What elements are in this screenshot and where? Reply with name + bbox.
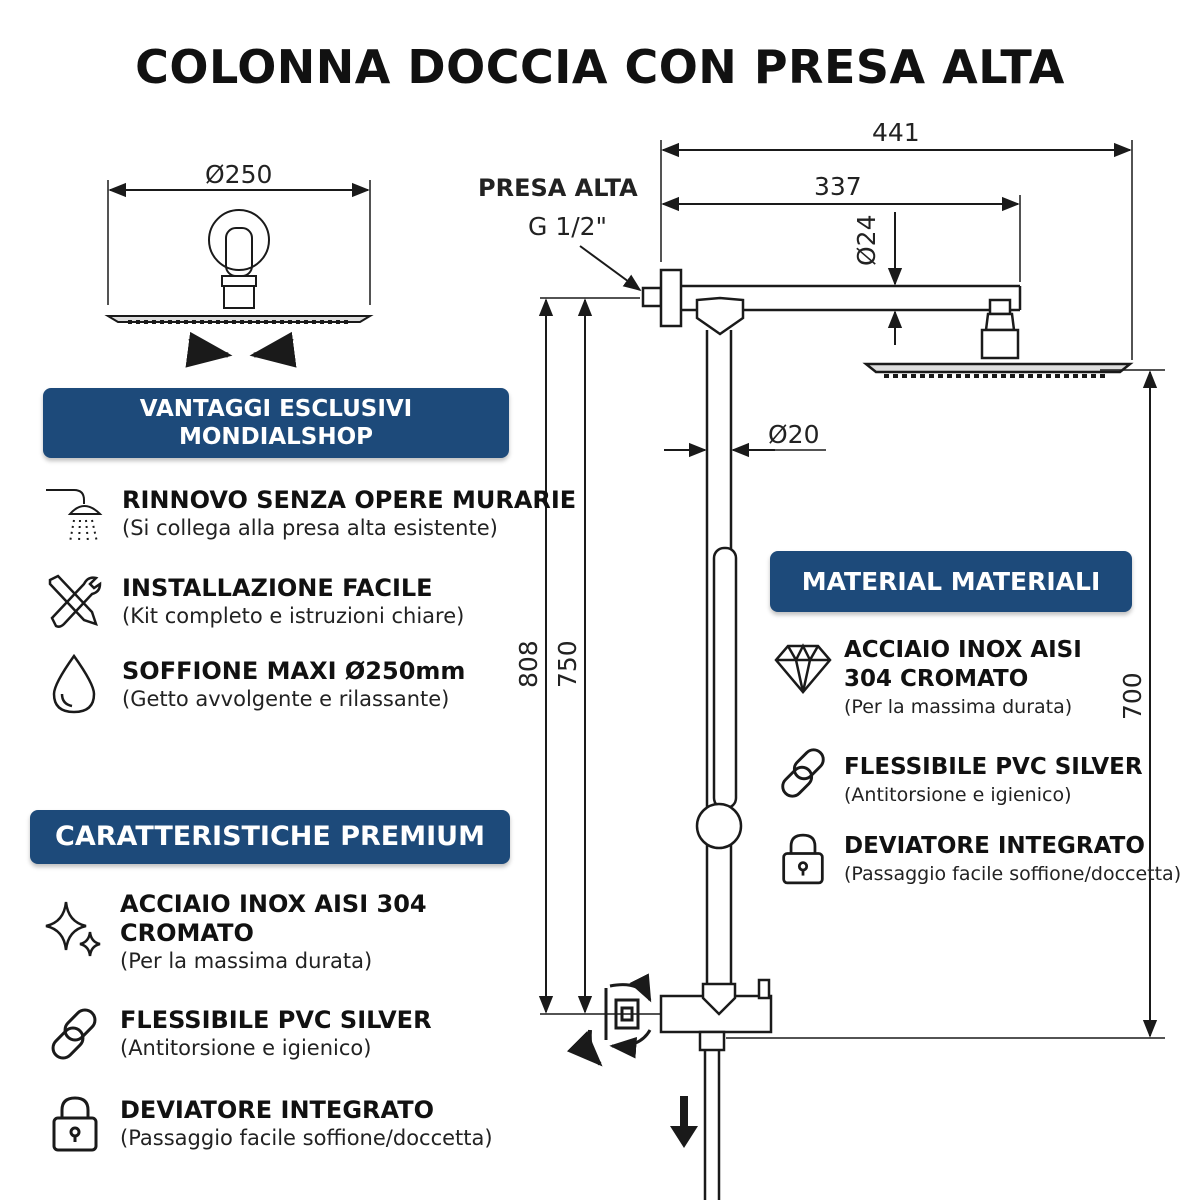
chain-link-icon: [774, 744, 832, 806]
materiali-item-1-subtitle: (Per la massima durata): [844, 696, 1073, 718]
materiali-item-1-title-line2: 304 CROMATO: [844, 666, 1029, 692]
materiali-item-3: DEVIATORE INTEGRATO (Passaggio facile so…: [844, 832, 1181, 887]
vantaggi-item-3-subtitle: (Getto avvolgente e rilassante): [122, 687, 450, 711]
vantaggi-item-1-title: RINNOVO SENZA OPERE MURARIE: [122, 486, 577, 514]
dim-height-head: 700: [1118, 672, 1147, 720]
vantaggi-item-2: INSTALLAZIONE FACILE (Kit completo e ist…: [122, 574, 464, 630]
dim-arm-total: 441: [872, 118, 920, 147]
inlet-thread-label: G 1/2": [528, 212, 608, 241]
head-detail-drawing: [104, 180, 374, 324]
dim-height-bar: 750: [553, 640, 582, 688]
caratteristiche-item-2-subtitle: (Antitorsione e igienico): [120, 1036, 372, 1060]
vantaggi-item-1: RINNOVO SENZA OPERE MURARIE (Si collega …: [122, 486, 576, 542]
inlet-label: PRESA ALTA: [478, 174, 638, 202]
vantaggi-item-2-title: INSTALLAZIONE FACILE: [122, 574, 433, 602]
diverter-rotate-icon: [566, 973, 652, 1067]
shower-head-icon: [44, 484, 106, 550]
materiali-item-2-title: FLESSIBILE PVC SILVER: [844, 754, 1143, 780]
dim-bar-diameter: Ø20: [768, 420, 820, 449]
caratteristiche-item-2-title: FLESSIBILE PVC SILVER: [120, 1006, 432, 1034]
banner-materiali: MATERIAL MATERIALI: [770, 551, 1132, 612]
caratteristiche-item-1-title-line1: ACCIAIO INOX AISI 304: [120, 890, 427, 918]
vantaggi-item-3: SOFFIONE MAXI Ø250mm (Getto avvolgente e…: [122, 657, 465, 713]
diamond-icon: [774, 640, 832, 700]
dimension-lines: [538, 140, 1165, 1039]
banner-vantaggi-line2: MONDIALSHOP: [178, 424, 374, 450]
vantaggi-item-1-subtitle: (Si collega alla presa alta esistente): [122, 516, 498, 540]
caratteristiche-item-3: DEVIATORE INTEGRATO (Passaggio facile so…: [120, 1096, 493, 1152]
dim-arm-diameter: Ø24: [852, 214, 881, 267]
materiali-item-2-subtitle: (Antitorsione e igienico): [844, 784, 1072, 806]
materiali-item-1: ACCIAIO INOX AISI 304 CROMATO (Per la ma…: [844, 636, 1082, 720]
page-title: COLONNA DOCCIA CON PRESA ALTA: [135, 40, 1065, 94]
materiali-item-3-subtitle: (Passaggio facile soffione/doccetta): [844, 863, 1182, 885]
caratteristiche-item-3-subtitle: (Passaggio facile soffione/doccetta): [120, 1126, 493, 1150]
dim-arm-length: 337: [814, 172, 862, 201]
vantaggi-item-2-subtitle: (Kit completo e istruzioni chiare): [122, 604, 465, 628]
banner-caratteristiche: CARATTERISTICHE PREMIUM: [30, 810, 510, 864]
caratteristiche-item-2: FLESSIBILE PVC SILVER (Antitorsione e ig…: [120, 1006, 432, 1062]
vantaggi-item-3-title: SOFFIONE MAXI Ø250mm: [122, 657, 466, 685]
caratteristiche-item-3-title: DEVIATORE INTEGRATO: [120, 1096, 434, 1124]
sparkle-icon: [42, 898, 108, 968]
water-drop-icon: [50, 652, 98, 720]
caratteristiche-item-1-subtitle: (Per la massima durata): [120, 949, 373, 973]
chain-link-icon: [44, 1004, 104, 1068]
tools-icon: [44, 572, 104, 636]
flow-down-arrow: [670, 1096, 698, 1148]
materiali-item-3-title: DEVIATORE INTEGRATO: [844, 833, 1145, 859]
caratteristiche-item-1-title-line2: CROMATO: [120, 919, 254, 947]
padlock-icon: [50, 1094, 100, 1158]
banner-vantaggi: VANTAGGI ESCLUSIVI MONDIALSHOP: [43, 388, 509, 458]
padlock-icon: [780, 830, 826, 892]
materiali-item-2: FLESSIBILE PVC SILVER (Antitorsione e ig…: [844, 753, 1143, 808]
banner-vantaggi-line1: VANTAGGI ESCLUSIVI: [139, 396, 413, 422]
caratteristiche-item-1: ACCIAIO INOX AISI 304 CROMATO (Per la ma…: [120, 890, 427, 975]
rotation-arrows: [185, 331, 297, 368]
materiali-item-1-title-line1: ACCIAIO INOX AISI: [844, 637, 1082, 663]
dim-head-diameter: Ø250: [205, 160, 273, 189]
column-drawing: [641, 268, 1134, 1200]
dim-height-total: 808: [514, 640, 543, 688]
